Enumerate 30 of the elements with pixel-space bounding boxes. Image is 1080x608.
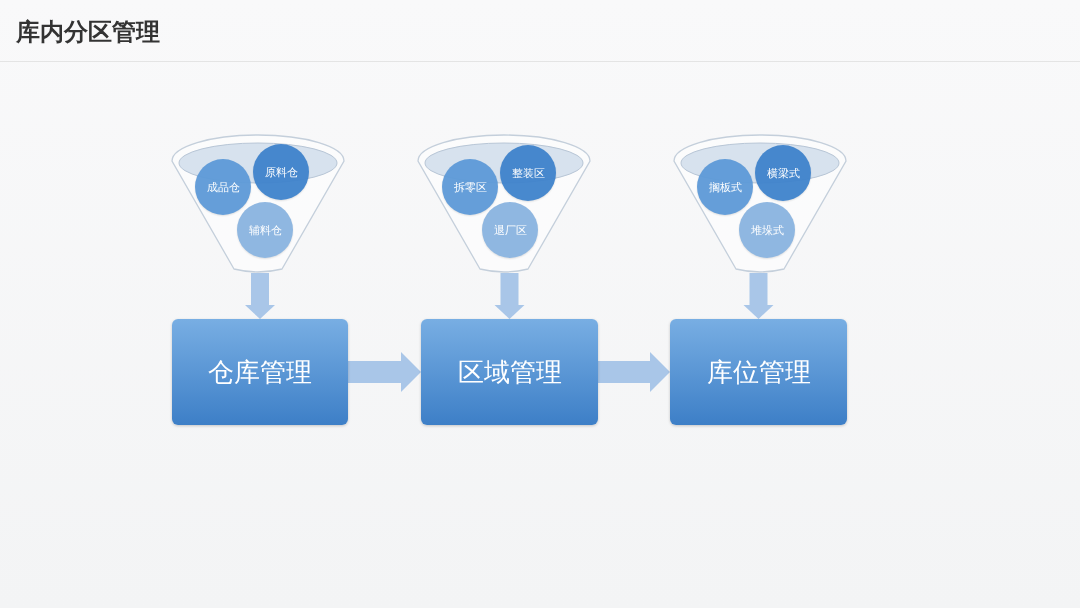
process-box — [670, 319, 847, 425]
circle — [253, 144, 309, 200]
node-text: 仓库管理 — [208, 355, 312, 389]
circle — [739, 202, 795, 258]
circle — [442, 159, 498, 215]
block-arrow — [494, 273, 525, 319]
node-text: 辅料仓 — [248, 222, 282, 238]
process-box — [421, 319, 598, 425]
node-text: 拆零区 — [453, 179, 487, 195]
circle — [697, 159, 753, 215]
node-text: 库位管理 — [706, 355, 811, 389]
circle — [195, 159, 251, 215]
circle — [482, 202, 538, 258]
node-text: 横梁式 — [766, 165, 800, 181]
block-arrow — [743, 273, 774, 319]
node-text: 原料仓 — [264, 164, 298, 180]
circle — [237, 202, 293, 258]
node-text: 区域管理 — [457, 355, 562, 389]
node-text: 成品仓 — [206, 179, 240, 195]
node-text: 搁板式 — [708, 179, 742, 195]
block-arrow — [598, 352, 670, 392]
circle — [755, 145, 811, 201]
process-box — [172, 319, 348, 425]
circle — [500, 145, 556, 201]
block-arrow — [348, 352, 421, 392]
page-title: 库内分区管理 — [16, 17, 160, 48]
node-text: 堆垛式 — [750, 222, 784, 238]
node-text: 整装区 — [511, 165, 545, 181]
block-arrow — [245, 273, 275, 319]
node-text: 退厂区 — [493, 222, 527, 238]
